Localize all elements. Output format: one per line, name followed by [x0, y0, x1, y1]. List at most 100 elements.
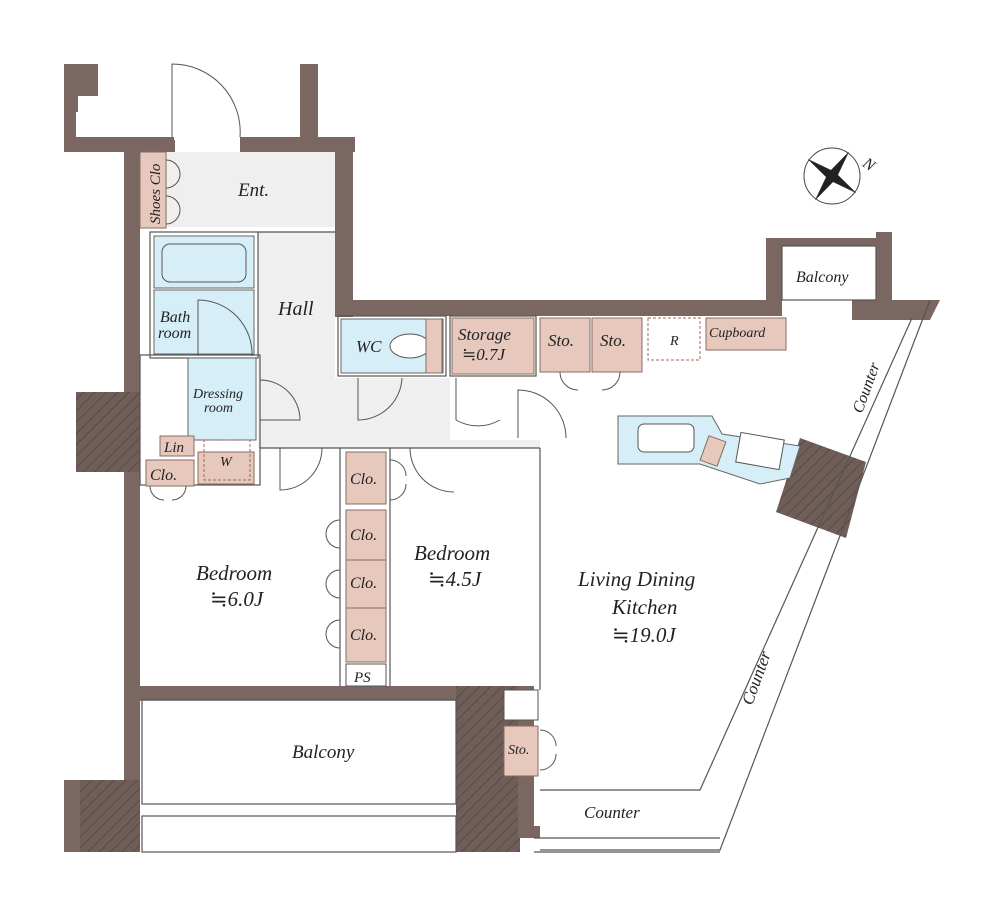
label-sto-ldk: Sto. [508, 743, 529, 758]
compass-needle-cross [807, 158, 857, 194]
wall-bedroom-bottom [124, 686, 524, 700]
bathtub [161, 243, 247, 283]
wall-ldk-bottom-stub [518, 826, 540, 838]
toilet [389, 333, 431, 359]
column-kitchen [776, 438, 866, 538]
balcony-small-outline [781, 245, 877, 301]
sto2-box [591, 317, 643, 373]
sto-ldk-top [503, 689, 539, 721]
wall-upper-right-stub [300, 64, 318, 152]
wall-left-top [64, 100, 76, 140]
wet-areas [153, 235, 801, 485]
wc-outline [337, 315, 447, 377]
sto-ldk-doors [539, 729, 557, 771]
label-bath-2: room [158, 325, 191, 342]
bedroom1-door [279, 447, 323, 491]
label-storage-name: Storage [458, 325, 511, 344]
compass-north: N [859, 154, 879, 175]
label-entrance: Ent. [237, 180, 269, 201]
label-balcony-main: Balcony [292, 742, 355, 763]
closets [139, 151, 787, 777]
linen-box [159, 435, 195, 457]
wall-balcony-top [766, 238, 882, 246]
sto-doors [559, 371, 621, 391]
compass: N [803, 147, 879, 205]
bath-door [197, 299, 253, 357]
label-shoes-closet: Shoes Clo [148, 163, 164, 224]
dressing-door [259, 379, 301, 421]
balcony-main-outline [141, 699, 457, 805]
bath-floor [153, 289, 255, 355]
cupboard-box [705, 317, 787, 351]
storage-door [455, 378, 501, 427]
balcony-main-rail [141, 815, 457, 853]
label-closet-small: Clo. [150, 467, 177, 484]
label-bedroom1-name: Bedroom [196, 561, 272, 585]
wall-hall-right [335, 137, 353, 317]
wall-entry-top [64, 137, 174, 152]
label-linen: Lin [163, 440, 184, 456]
label-bedroom2-name: Bedroom [414, 541, 490, 565]
label-storage-size: ≒0.7J [462, 345, 506, 364]
wall-top-left [64, 64, 175, 152]
label-cupboard: Cupboard [709, 326, 766, 341]
label-clo-1: Clo. [350, 527, 377, 544]
label-ldk-2: Kitchen [611, 595, 677, 619]
label-washer: W [220, 455, 233, 470]
label-fridge: R [669, 334, 679, 349]
label-bedroom2-size: ≒4.5J [428, 567, 483, 591]
label-sto2: Sto. [600, 331, 626, 350]
toilet-tank [425, 318, 443, 374]
entrance-floor [160, 152, 335, 227]
closet-doors [325, 519, 341, 649]
kitchen-sink [637, 423, 695, 453]
clo-1-box [345, 509, 387, 561]
label-ldk-1: Living Dining [577, 567, 695, 591]
bedroom2-door [409, 447, 455, 493]
label-clo-3: Clo. [350, 627, 377, 644]
label-clo-2: Clo. [350, 575, 377, 592]
wc-door [357, 377, 403, 421]
hall-floor [258, 232, 540, 448]
label-clo-b2: Clo. [350, 471, 377, 488]
wall-bottom-left [64, 780, 80, 852]
floors [160, 152, 540, 448]
wall-balcony-right [852, 232, 940, 320]
sto-ldk-box [503, 725, 539, 777]
ldk-inner-line [540, 317, 913, 791]
label-ldk-size: ≒19.0J [612, 623, 677, 647]
clo-3-box [345, 607, 387, 663]
label-sto1: Sto. [548, 331, 574, 350]
shoes-doors [165, 159, 181, 225]
bathtub-area [153, 235, 255, 289]
fridge-space [647, 317, 701, 361]
entry-door [171, 63, 241, 138]
shoes-closet [139, 151, 167, 229]
label-counter-right-top: Counter [850, 360, 884, 416]
storage-outline [449, 315, 537, 377]
wall-entry-top-right [240, 137, 355, 152]
washer-dash [203, 439, 251, 481]
label-ps: PS [353, 670, 371, 686]
label-wc: WC [356, 337, 382, 356]
washer-box [197, 451, 255, 485]
column-left-mid [76, 392, 140, 472]
sto1-box [539, 317, 591, 373]
label-dressing-2: room [204, 401, 233, 416]
wall-balcony-left [766, 238, 782, 316]
kitchen-cabinet [699, 435, 727, 467]
label-counter-bottom: Counter [584, 803, 640, 822]
doors [149, 63, 621, 771]
label-dressing-1: Dressing [192, 387, 243, 402]
label-bath-1: Bath [160, 309, 190, 326]
clo-b2-box [345, 451, 387, 505]
cooktop [735, 431, 785, 471]
ldk-outer-wall [540, 299, 931, 851]
ldk-door [517, 389, 567, 439]
label-counter-right: Counter [738, 648, 775, 707]
label-bedroom1-size: ≒6.0J [210, 587, 265, 611]
ps-box [345, 663, 387, 687]
closet-small-box [145, 459, 195, 487]
label-balcony-small: Balcony [796, 269, 849, 286]
